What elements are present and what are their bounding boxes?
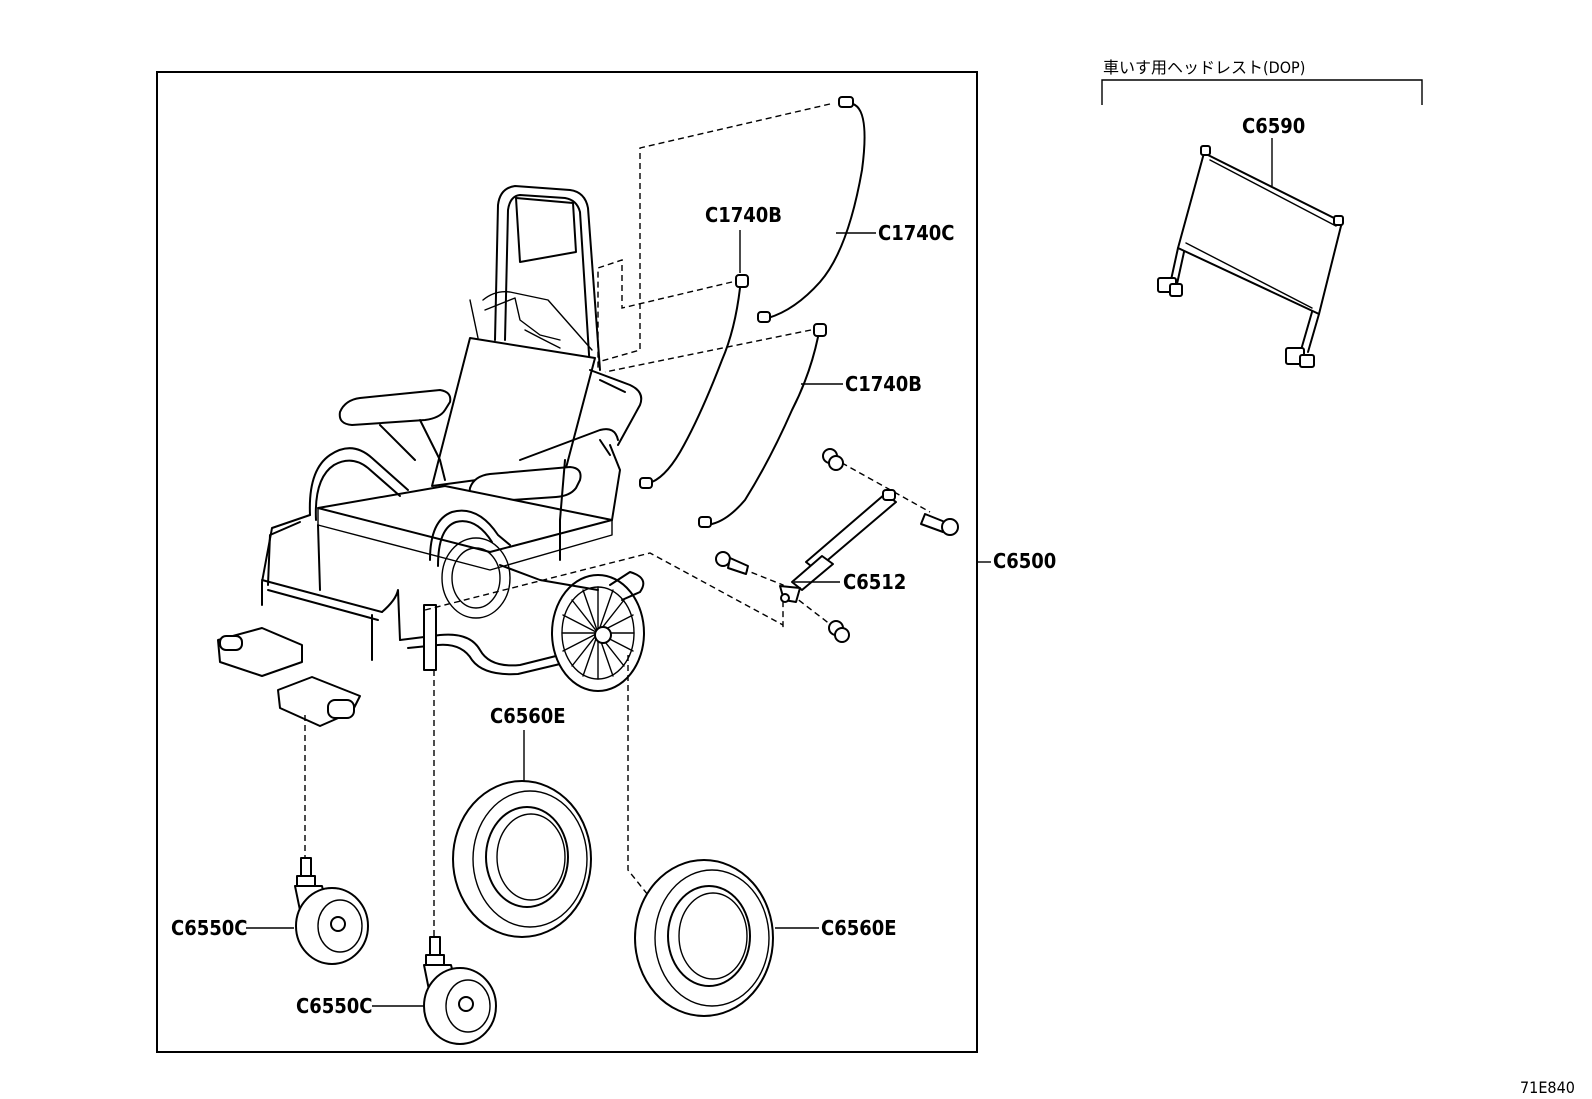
part-label-c1740c: C1740C xyxy=(878,221,954,245)
c6512-hardware xyxy=(715,448,959,643)
part-label-c1740b-top: C1740B xyxy=(705,203,782,227)
leader-lines xyxy=(246,230,991,1007)
connector-lines xyxy=(304,103,931,942)
c1740b-middle-cable xyxy=(698,323,827,528)
part-label-c6512: C6512 xyxy=(843,570,906,594)
caster-bottom xyxy=(423,936,497,1045)
caster-left xyxy=(294,857,369,965)
diagram-code: 71E840 xyxy=(1520,1078,1575,1097)
wheelchair-drawing xyxy=(217,185,645,727)
part-label-c6560e-left: C6560E xyxy=(490,704,566,728)
tyre-left xyxy=(452,780,592,938)
c1740c-cable xyxy=(757,96,866,323)
part-label-c6590: C6590 xyxy=(1242,114,1305,138)
part-label-c1740b-mid: C1740B xyxy=(845,372,922,396)
part-label-c6550c-bottom: C6550C xyxy=(296,994,372,1018)
part-label-c6500: C6500 xyxy=(993,549,1056,573)
c1740b-upper-cable xyxy=(639,274,749,489)
headrest-part-drawing xyxy=(1157,145,1344,368)
tyre-right xyxy=(634,859,774,1017)
part-label-c6560e-right: C6560E xyxy=(821,916,897,940)
part-label-c6550c-left: C6550C xyxy=(171,916,247,940)
headrest-group-bracket xyxy=(1101,79,1423,105)
headrest-group: 車いす用ヘッドレスト(DOP) C6590 xyxy=(1101,58,1423,368)
headrest-group-title: 車いす用ヘッドレスト(DOP) xyxy=(1103,58,1305,77)
